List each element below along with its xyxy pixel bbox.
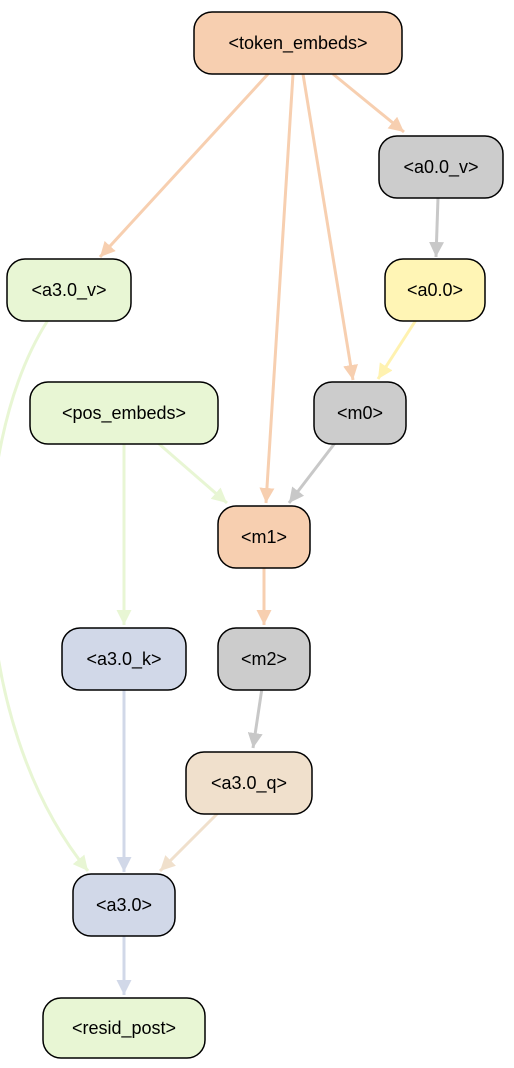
node-m2[interactable]: <m2> bbox=[217, 627, 311, 691]
edge-m0-to-m1 bbox=[287, 442, 337, 504]
node-a3-0-v[interactable]: <a3.0_v> bbox=[6, 258, 132, 322]
edge-token_embeds-to-m0 bbox=[301, 73, 358, 381]
node-m0-label: <m0> bbox=[337, 403, 383, 423]
edge-token_embeds-to-a3_0_v bbox=[98, 72, 270, 259]
edge-m2-to-a3_0_q bbox=[247, 687, 264, 749]
node-a0-0-v[interactable]: <a0.0_v> bbox=[378, 135, 504, 199]
node-token-embeds[interactable]: <token_embeds> bbox=[193, 11, 403, 75]
node-a0-0[interactable]: <a0.0> bbox=[384, 258, 486, 322]
node-resid-post-label: <resid_post> bbox=[72, 1018, 176, 1039]
edge-a0_0_v-to-a0_0 bbox=[429, 197, 445, 258]
node-a3-0-q-label: <a3.0_q> bbox=[211, 773, 287, 794]
node-a3-0-label: <a3.0> bbox=[96, 895, 152, 915]
node-token-embeds-label: <token_embeds> bbox=[228, 33, 367, 54]
node-layer: <token_embeds> <a0.0_v> <a0.0> <a3.0_v> … bbox=[6, 11, 504, 1059]
edge-layer bbox=[0, 72, 445, 995]
edge-pos_embeds-to-m1 bbox=[157, 441, 228, 505]
node-pos-embeds[interactable]: <pos_embeds> bbox=[29, 381, 219, 445]
node-a3-0-k[interactable]: <a3.0_k> bbox=[61, 627, 187, 691]
edge-a0_0-to-m0 bbox=[376, 319, 418, 380]
node-m1[interactable]: <m1> bbox=[217, 505, 311, 569]
edge-a3_0_v-to-a3_0 bbox=[0, 319, 90, 872]
node-a0-0-v-label: <a0.0_v> bbox=[403, 157, 478, 178]
edge-a3_0_q-to-a3_0 bbox=[158, 811, 220, 873]
node-pos-embeds-label: <pos_embeds> bbox=[62, 403, 186, 424]
node-a3-0-q[interactable]: <a3.0_q> bbox=[185, 751, 313, 815]
node-a3-0[interactable]: <a3.0> bbox=[72, 873, 176, 937]
node-a3-0-k-label: <a3.0_k> bbox=[86, 649, 161, 670]
node-m2-label: <m2> bbox=[241, 649, 287, 669]
node-m0[interactable]: <m0> bbox=[313, 381, 407, 445]
edge-token_embeds-to-a0_0_v bbox=[332, 72, 405, 134]
node-a3-0-v-label: <a3.0_v> bbox=[31, 280, 106, 301]
node-m1-label: <m1> bbox=[241, 527, 287, 547]
node-a0-0-label: <a0.0> bbox=[407, 280, 463, 300]
edge-token_embeds-to-m1 bbox=[259, 73, 295, 504]
node-resid-post[interactable]: <resid_post> bbox=[42, 997, 206, 1059]
